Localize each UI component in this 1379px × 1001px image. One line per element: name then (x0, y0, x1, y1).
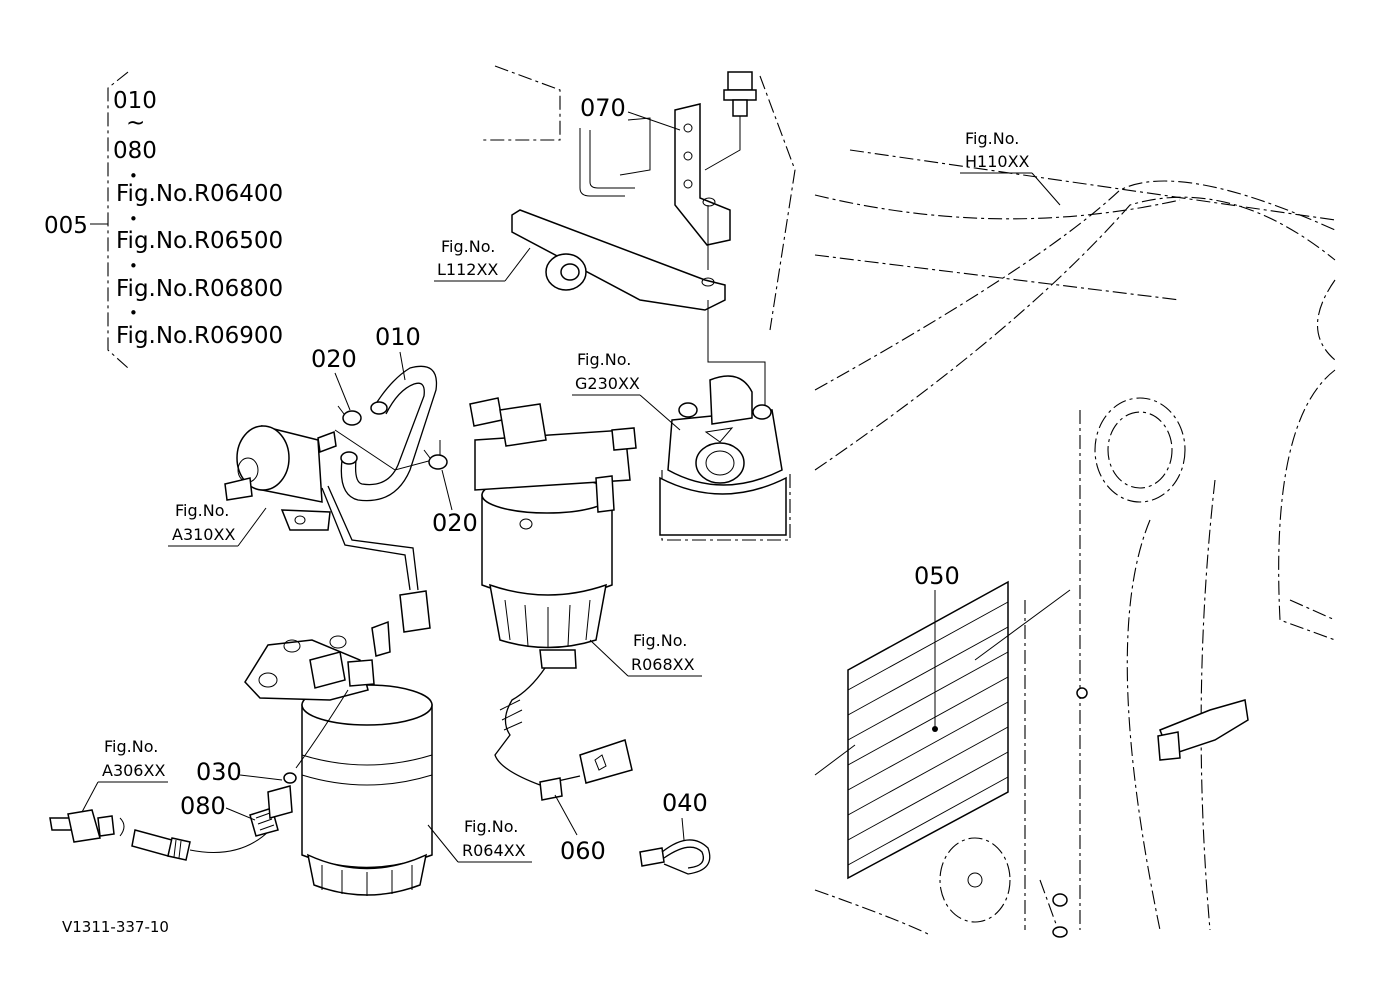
frame-body: Fig.No. H110XX (814, 129, 1336, 938)
callout-080: 080 (180, 792, 226, 820)
callout-070: 070 (580, 94, 626, 122)
callout-020-lower: 020 (432, 509, 478, 537)
callout-030: 030 (196, 758, 242, 786)
ref-l112-code: L112XX (437, 260, 498, 279)
fuel-filter: Fig.No. R064XX (244, 620, 532, 896)
bracket-fig-4: Fig.No.R06900 (116, 323, 283, 349)
clamp-020-upper: 020 (311, 345, 441, 471)
callout-050: 050 (914, 562, 960, 590)
bracket-fig-2: Fig.No.R06500 (116, 228, 283, 254)
sensor-harness-060: 060 (539, 739, 633, 865)
ref-r068-code: R068XX (631, 655, 695, 674)
reference-bracket: 005 010 ~ 080 • Fig.No.R06400 • Fig.No.R… (44, 71, 283, 369)
bracket-range-tilde: ~ (126, 110, 145, 136)
ref-g230-fig: Fig.No. (577, 350, 631, 369)
water-separator: Fig.No. R068XX (469, 397, 702, 786)
fuel-pump: Fig.No. A310XX (168, 425, 431, 633)
callout-020-upper: 020 (311, 345, 357, 373)
ref-r064-fig: Fig.No. (464, 817, 518, 836)
hose-010: 010 (340, 323, 438, 502)
ref-a306-code: A306XX (102, 761, 165, 780)
ref-a310-code: A310XX (172, 525, 235, 544)
bracket-bullet-4: • (129, 304, 138, 322)
ref-a306-fig: Fig.No. (104, 737, 158, 756)
ref-h110-fig: Fig.No. (965, 129, 1019, 148)
bracket-fig-3: Fig.No.R06800 (116, 276, 283, 302)
ref-r068-fig: Fig.No. (633, 631, 687, 650)
bracket-bullet-3: • (129, 257, 138, 275)
bracket-fig-1: Fig.No.R06400 (116, 181, 283, 207)
drawing-code: V1311-337-10 (62, 918, 169, 936)
drain-plug-assembly: 030 080 Fig.No. A306XX (49, 689, 349, 861)
bracket-bullet-2: • (129, 210, 138, 228)
callout-010: 010 (375, 323, 421, 351)
ref-g230-code: G230XX (575, 374, 640, 393)
cable-tie-040: 040 (639, 789, 711, 875)
bracket-bullet-1: • (129, 167, 138, 185)
callout-040: 040 (662, 789, 708, 817)
ref-a310-fig: Fig.No. (175, 501, 229, 520)
bracket-range-end: 080 (113, 138, 157, 164)
mounting-plate-assembly: 070 Fig.No. L112XX (434, 65, 796, 410)
bracket-range-start: 010 (113, 88, 157, 114)
filter-head-assembly: Fig.No. G230XX (572, 350, 791, 541)
bracket-ref-005: 005 (44, 213, 88, 239)
callout-060: 060 (560, 837, 606, 865)
ref-h110-code: H110XX (965, 152, 1030, 171)
clamp-020-lower: 020 (423, 449, 478, 537)
ref-r064-code: R064XX (462, 841, 526, 860)
label-050-decal: 050 (814, 562, 1071, 880)
ref-l112-fig: Fig.No. (441, 237, 495, 256)
